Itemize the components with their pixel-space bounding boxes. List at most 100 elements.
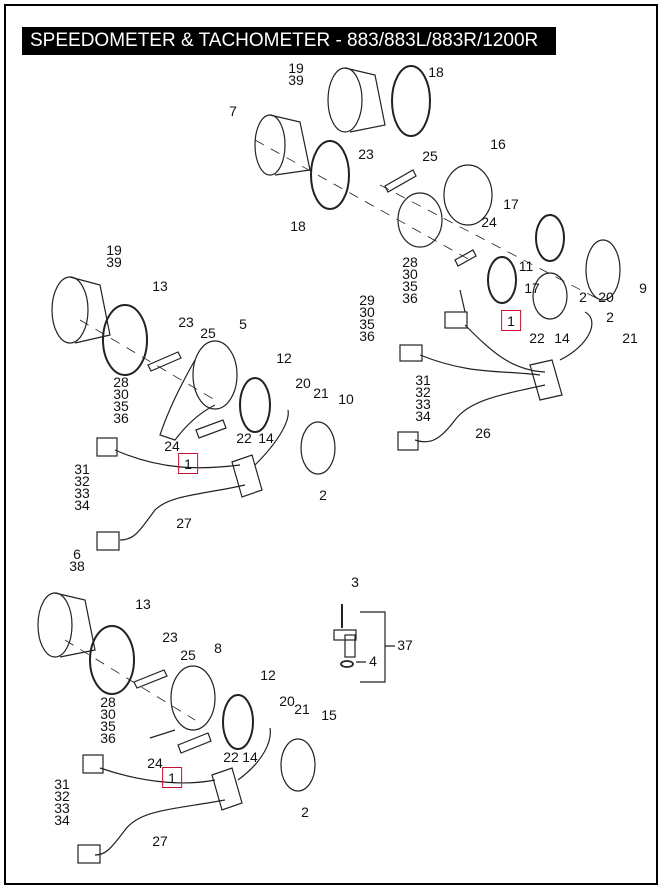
callout-number: 24 <box>164 438 180 454</box>
sensor-body <box>344 634 356 658</box>
middle-assembly <box>51 276 336 551</box>
gauge-6-38 <box>37 592 73 658</box>
clip-14-mid <box>231 454 263 498</box>
connector-31-bottom <box>77 844 101 864</box>
callout-number: 10 <box>338 391 354 407</box>
diagram-title: SPEEDOMETER & TACHOMETER - 883/883L/883R… <box>22 27 556 55</box>
callout-number: 24 <box>481 214 497 230</box>
callout-number: 2 <box>301 804 309 820</box>
bottom-assembly <box>37 592 395 864</box>
gauge-body-19 <box>344 67 386 133</box>
connector-28-mid <box>96 437 118 457</box>
callout-number: 12 <box>260 667 276 683</box>
cover-11 <box>532 272 568 320</box>
harness-upper <box>419 324 546 376</box>
callout-number: 31 32 33 34 <box>74 461 90 513</box>
callout-number: 23 <box>162 629 178 645</box>
bezel-12-mid <box>239 377 271 433</box>
callout-number: 13 <box>135 596 151 612</box>
connector-28-bottom <box>82 754 104 774</box>
harness-27-bottom <box>94 799 226 856</box>
lamp-wire <box>559 311 593 361</box>
callout-number: 22 <box>529 330 545 346</box>
callout-number: 14 <box>258 430 274 446</box>
axis-lines-top <box>254 139 601 301</box>
callout-number: 31 32 33 34 <box>54 776 70 828</box>
callout-number: 22 <box>223 749 239 765</box>
callout-number: 20 <box>279 693 295 709</box>
callout-number: 19 39 <box>288 60 304 88</box>
bezel-17-top <box>535 214 565 262</box>
housing-8 <box>170 665 216 731</box>
callout-number: 13 <box>152 278 168 294</box>
cover-15 <box>280 738 316 792</box>
cover-10 <box>300 421 336 475</box>
axis-lines-mid <box>79 319 216 401</box>
gauge-body-6 <box>54 592 96 658</box>
ring-18-lower <box>310 140 350 210</box>
callout-number: 4 <box>369 653 377 669</box>
callout-number: 25 <box>422 148 438 164</box>
callout-item-1-highlighted: 1 <box>178 453 198 474</box>
housing-left <box>397 192 443 248</box>
callout-number: 18 <box>428 64 444 80</box>
leader-lines-sensor <box>356 645 395 663</box>
cover-9 <box>585 239 621 301</box>
clip-14-bottom <box>211 767 243 811</box>
callout-number: 15 <box>321 707 337 723</box>
callout-number: 2 <box>579 289 587 305</box>
callout-number: 28 30 35 36 <box>402 254 418 306</box>
callout-number: 11 <box>518 258 534 274</box>
callout-number: 20 <box>295 375 311 391</box>
callout-number: 25 <box>180 647 196 663</box>
callout-number: 14 <box>554 330 570 346</box>
housing-16 <box>443 164 493 226</box>
callout-number: 7 <box>229 103 237 119</box>
bezel-12-bottom <box>222 694 254 750</box>
plate-24-bottom <box>177 732 212 754</box>
axis-lines-bottom <box>64 639 196 721</box>
callout-number: 14 <box>242 749 258 765</box>
harness-bottom-upper <box>99 767 216 784</box>
callout-number: 2 <box>319 487 327 503</box>
gauge-7 <box>254 114 286 176</box>
callout-number: 21 <box>294 701 310 717</box>
callout-number: 27 <box>176 515 192 531</box>
callout-number: 37 <box>397 637 413 653</box>
plate-24-mid <box>195 419 227 439</box>
callout-number: 17 <box>524 280 540 296</box>
top-assembly <box>254 65 621 451</box>
callout-number: 28 30 35 36 <box>113 374 129 426</box>
ring-13-bottom <box>89 625 135 695</box>
bracket-23-mid <box>147 351 182 372</box>
lamp-wire-bottom <box>237 727 271 781</box>
diagram-frame <box>4 4 658 885</box>
callout-item-1-highlighted: 1 <box>162 767 182 788</box>
housing-5 <box>192 340 238 410</box>
ring-13-mid <box>102 304 148 376</box>
callout-number: 21 <box>622 330 638 346</box>
gauge-body-7 <box>269 114 311 176</box>
harness-27-mid <box>119 484 246 541</box>
gauge-19-39 <box>327 67 363 133</box>
callout-number: 29 30 35 36 <box>359 292 375 344</box>
housing-8-tab <box>149 729 176 739</box>
connector-31 <box>397 431 419 451</box>
callout-number: 23 <box>178 314 194 330</box>
callout-number: 2 <box>606 309 614 325</box>
clip-14 <box>529 359 563 401</box>
callout-number: 19 39 <box>106 242 122 270</box>
callout-number: 12 <box>276 350 292 366</box>
screw-1-top <box>459 289 466 313</box>
bezel-17-lower <box>487 256 517 304</box>
plate-24 <box>454 249 477 267</box>
callout-number: 6 38 <box>69 546 85 574</box>
harness-mid-upper <box>114 449 241 469</box>
connector-28 <box>444 311 468 329</box>
callout-number: 31 32 33 34 <box>415 372 431 424</box>
bracket-37 <box>360 611 386 683</box>
callout-number: 18 <box>290 218 306 234</box>
callout-number: 25 <box>200 325 216 341</box>
callout-number: 3 <box>351 574 359 590</box>
callout-number: 28 30 35 36 <box>100 694 116 746</box>
